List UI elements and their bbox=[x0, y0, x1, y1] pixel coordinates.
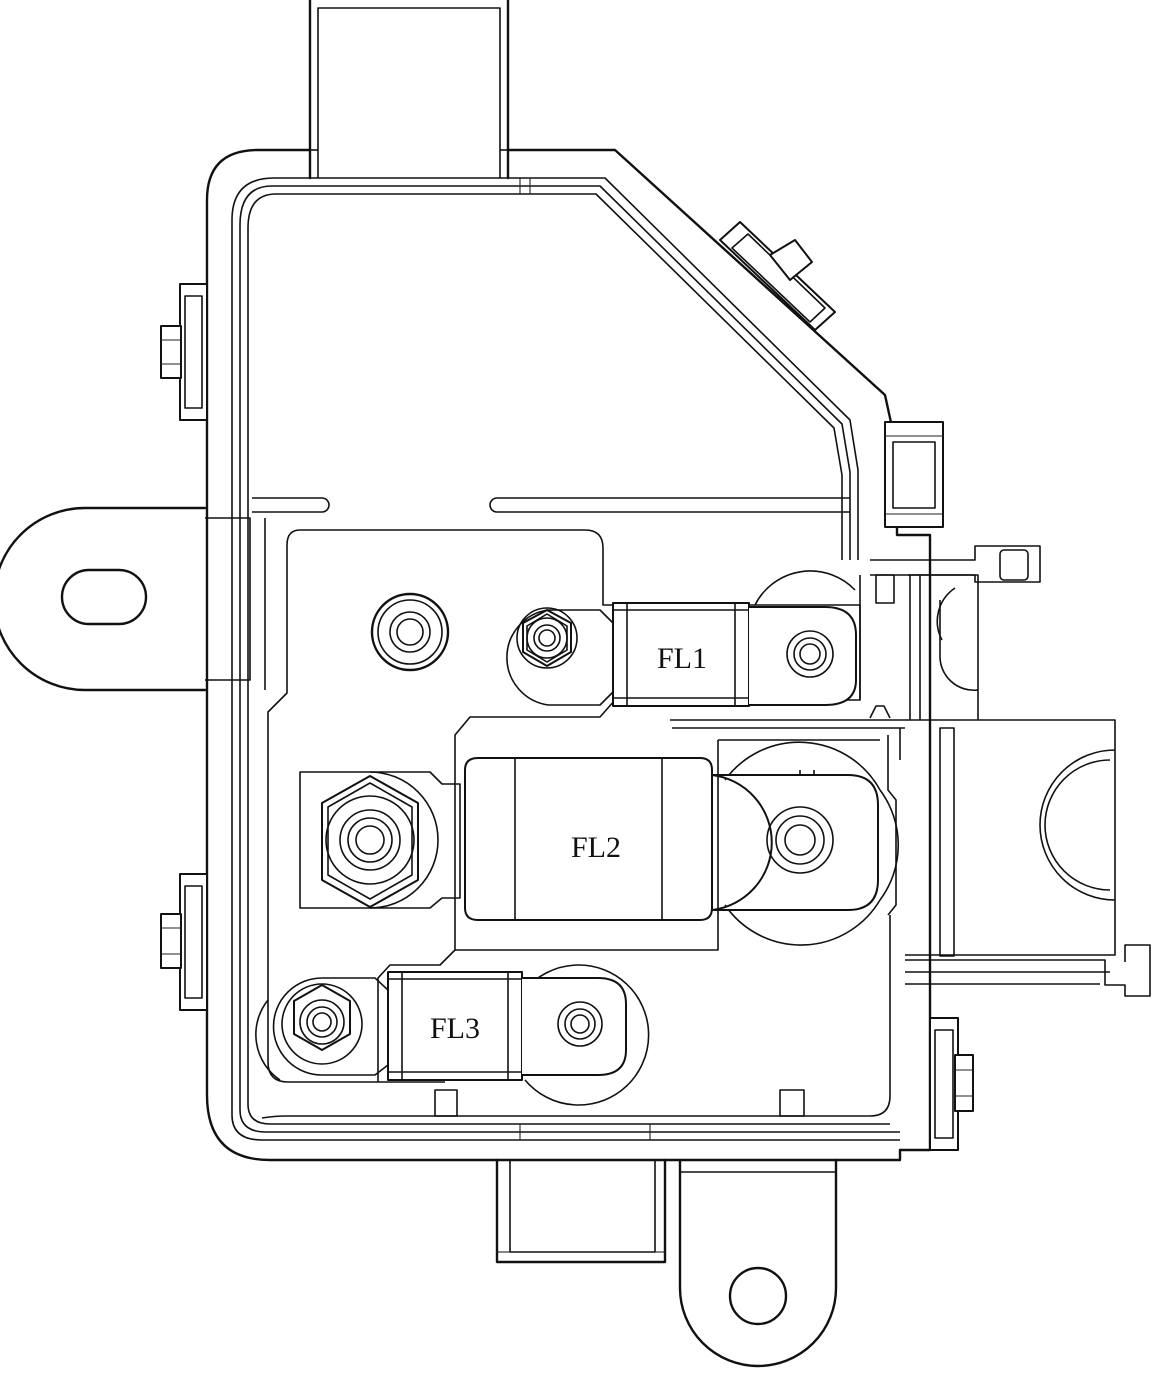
fuse-panel bbox=[255, 529, 899, 1106]
top-connector bbox=[308, 0, 510, 180]
right-cable-assembly bbox=[670, 545, 1151, 997]
fuse-fl2-label: FL2 bbox=[571, 831, 621, 864]
fuse-fl2: FL2 bbox=[299, 757, 879, 921]
left-mounting-tab bbox=[0, 506, 266, 692]
bottom-mounting-tab bbox=[678, 1158, 838, 1368]
fuse-fl1-label: FL1 bbox=[657, 642, 707, 675]
right-clip-upper bbox=[884, 421, 944, 528]
bottom-connector bbox=[495, 1158, 667, 1264]
left-mounting-hole bbox=[60, 568, 148, 626]
stud-upper-left bbox=[370, 592, 450, 672]
fuse-fl1: FL1 bbox=[506, 602, 857, 707]
left-clip-lower bbox=[160, 873, 208, 1011]
housing bbox=[205, 148, 932, 1162]
bottom-mounting-hole bbox=[728, 1266, 788, 1326]
fuse-fl3-label: FL3 bbox=[430, 1012, 480, 1045]
left-clip-upper bbox=[160, 283, 208, 421]
right-clip-lower bbox=[929, 1017, 974, 1151]
diagonal-clip bbox=[719, 221, 836, 331]
fuse-fl3: FL3 bbox=[272, 971, 627, 1081]
